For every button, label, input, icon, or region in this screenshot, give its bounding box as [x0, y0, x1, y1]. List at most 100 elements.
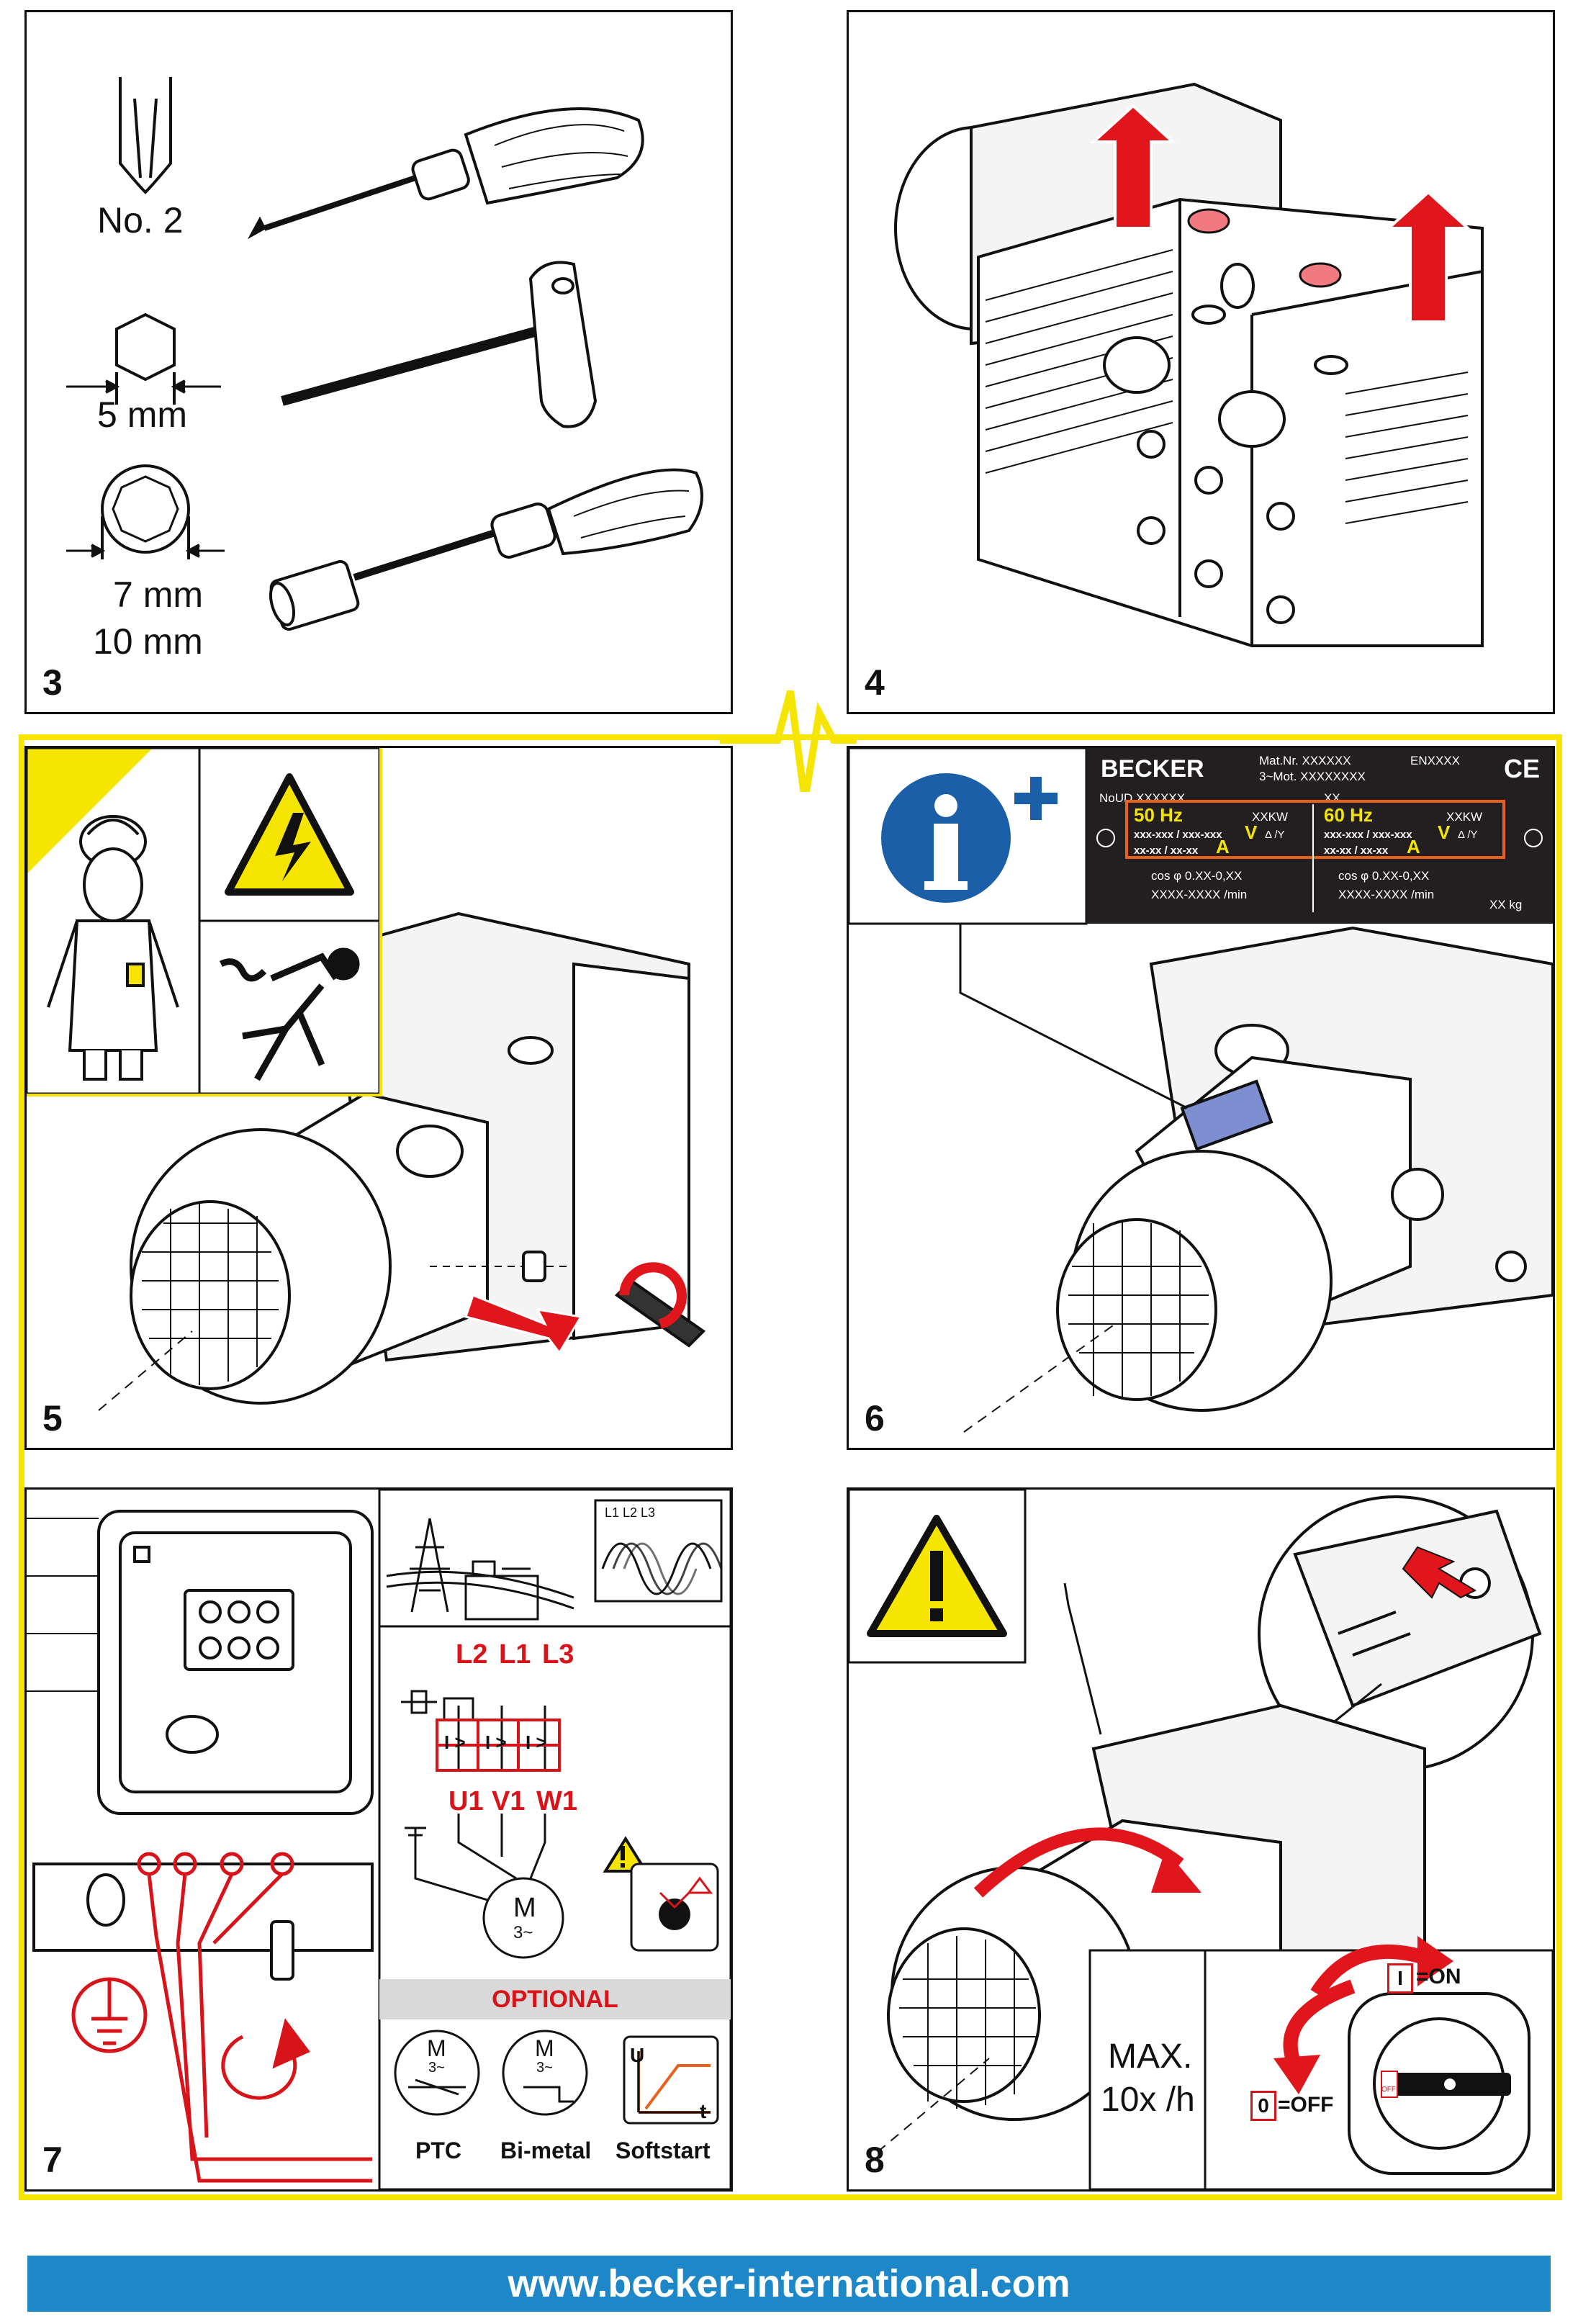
switch-off-arrow-icon	[1283, 1979, 1356, 2068]
panel-number: 5	[42, 1398, 63, 1438]
nameplate-en: ENXXXX	[1410, 754, 1460, 767]
on-label: =ON	[1416, 1965, 1461, 1989]
socket-symbol-icon	[66, 464, 225, 559]
general-warning-icon	[867, 1515, 1007, 1637]
top-terminal-l3: L3	[542, 1639, 574, 1670]
terminal-box-illustration	[27, 1490, 731, 2189]
dy50-label: Δ /Y	[1265, 829, 1285, 841]
panel-3-tools: No. 2 5 mm 7 mm 10 mm 3	[24, 10, 733, 714]
a60-label: A	[1407, 836, 1420, 857]
on-symbol: I	[1387, 1963, 1413, 1994]
safety-warning-box	[27, 748, 382, 1096]
cos50-label: cos φ 0.XX-0,XX	[1151, 869, 1243, 883]
rotation-arrow-icon	[973, 1827, 1184, 1898]
tools-illustration	[66, 77, 703, 631]
nut-driver-icon	[269, 468, 703, 631]
switch-on-arrow-icon	[1310, 1944, 1427, 1998]
softstart-t-label: t	[700, 2100, 707, 2122]
socket-size-label-a: 7 mm	[113, 575, 203, 615]
motor-nameplate-illustration	[849, 748, 1553, 1433]
option-ptc-label: PTC	[415, 2138, 461, 2163]
ptc-motor-sub: 3~	[428, 2060, 445, 2076]
website-footer[interactable]: www.becker-international.com	[27, 2256, 1551, 2312]
unscrew-arrow-icon	[464, 1262, 687, 1355]
kw60-label: XXKW	[1446, 810, 1483, 824]
amp60-label: xx-xx / xx-xx	[1324, 845, 1389, 857]
phillips-screwdriver-icon	[247, 107, 644, 240]
cos60-label: cos φ 0.XX-0,XX	[1338, 869, 1430, 883]
softstart-u-label: U	[630, 2044, 645, 2066]
panel-7-wiring: L2 L1 L3 L1 L2 L3 I > I > I > U1 V1 W1 M…	[24, 1487, 733, 2192]
phillips-bit-icon	[119, 77, 172, 194]
option-bimetal-label: Bi-metal	[500, 2138, 592, 2163]
bit-size-label: No. 2	[97, 200, 184, 240]
panel-number: 3	[42, 662, 63, 703]
hex-size-label: 5 mm	[97, 395, 187, 435]
high-voltage-icon	[225, 773, 354, 896]
nameplate-highlight	[1125, 800, 1505, 859]
caution-switch-icon	[603, 1836, 719, 1952]
phase-label: L1 L2 L3	[605, 1505, 656, 1520]
panel-number: 4	[865, 662, 885, 703]
overload-relay-icon	[436, 1719, 561, 1772]
amp50-label: xx-xx / xx-xx	[1134, 845, 1199, 857]
weight-label: XX kg	[1489, 898, 1523, 911]
motor-sub-label: 3~	[513, 1923, 533, 1942]
nameplate-mot: 3~Mot. XXXXXXXX	[1259, 770, 1366, 783]
port-fitting-icon	[1103, 336, 1171, 394]
panel-5-isolate: 5	[24, 746, 733, 1450]
nameplate-divider	[1312, 804, 1314, 912]
relay-label-1: I >	[444, 1731, 466, 1753]
hz60-label: 60 Hz	[1324, 804, 1373, 826]
knob-off-label: OFF	[1381, 2086, 1396, 2094]
sine-wave-box	[594, 1499, 723, 1603]
ptc-motor-label: M	[427, 2035, 446, 2061]
v60-label: V	[1438, 821, 1451, 843]
softstart-icon	[623, 2035, 719, 2125]
panel-8-start: MAX. 10x /h I =ON 0 =OFF OFF 8	[847, 1487, 1555, 2192]
nameplate-mat: Mat.Nr. XXXXXX	[1259, 754, 1351, 767]
bimetal-motor-label: M	[535, 2035, 554, 2061]
volt60-label: xxx-xxx / xxx-xxx	[1324, 829, 1412, 841]
wire-connections-icon	[71, 1852, 372, 2183]
relay-label-2: I >	[485, 1731, 507, 1753]
bimetal-motor-sub: 3~	[536, 2060, 553, 2076]
off-label: =OFF	[1278, 2093, 1334, 2117]
rotation-direction-icon	[1402, 1546, 1477, 1599]
max-label: MAX.	[1108, 2037, 1193, 2076]
hex-key-symbol-icon	[66, 312, 221, 405]
ptc-motor-icon	[394, 2030, 480, 2116]
electric-shock-icon	[219, 947, 360, 1081]
motor-symbol-icon	[482, 1877, 564, 1959]
rpm50-label: XXXX-XXXX /min	[1151, 888, 1248, 901]
panel-4-pump-top: 4	[847, 10, 1555, 714]
rpm60-label: XXXX-XXXX /min	[1338, 888, 1435, 901]
nameplate-position-icon	[1180, 1079, 1273, 1151]
nameplate-ce: CE	[1504, 754, 1541, 783]
info-plus-icon	[881, 773, 1058, 903]
hz50-label: 50 Hz	[1134, 804, 1183, 826]
separator-zigzag	[720, 690, 857, 792]
bottom-terminal-w1: W1	[536, 1786, 577, 1816]
panel-number: 7	[42, 2140, 63, 2180]
bimetal-motor-icon	[502, 2030, 588, 2116]
off-symbol: 0	[1250, 2091, 1276, 2121]
motor-label: M	[513, 1893, 536, 1923]
socket-size-label-b: 10 mm	[93, 621, 203, 662]
panel-number: 6	[865, 1398, 885, 1438]
plug-caps-icon	[1187, 208, 1342, 288]
start-rotation-illustration	[849, 1490, 1553, 2189]
volt50-label: xxx-xxx / xxx-xxx	[1134, 829, 1222, 841]
dy60-label: Δ /Y	[1458, 829, 1478, 841]
motor-cover-illustration	[27, 748, 706, 1411]
safety-icons	[27, 748, 379, 1094]
relay-label-3: I >	[526, 1731, 547, 1753]
top-terminal-l1: L1	[499, 1639, 531, 1670]
lift-arrow-icon	[1089, 104, 1472, 323]
top-terminal-l2: L2	[456, 1639, 488, 1670]
bottom-terminal-v1: V1	[492, 1786, 526, 1816]
optional-banner: OPTIONAL	[379, 1979, 731, 2019]
panel-number: 8	[865, 2140, 885, 2180]
plate-hole-right	[1524, 829, 1543, 847]
nameplate-brand: BECKER	[1101, 755, 1204, 783]
